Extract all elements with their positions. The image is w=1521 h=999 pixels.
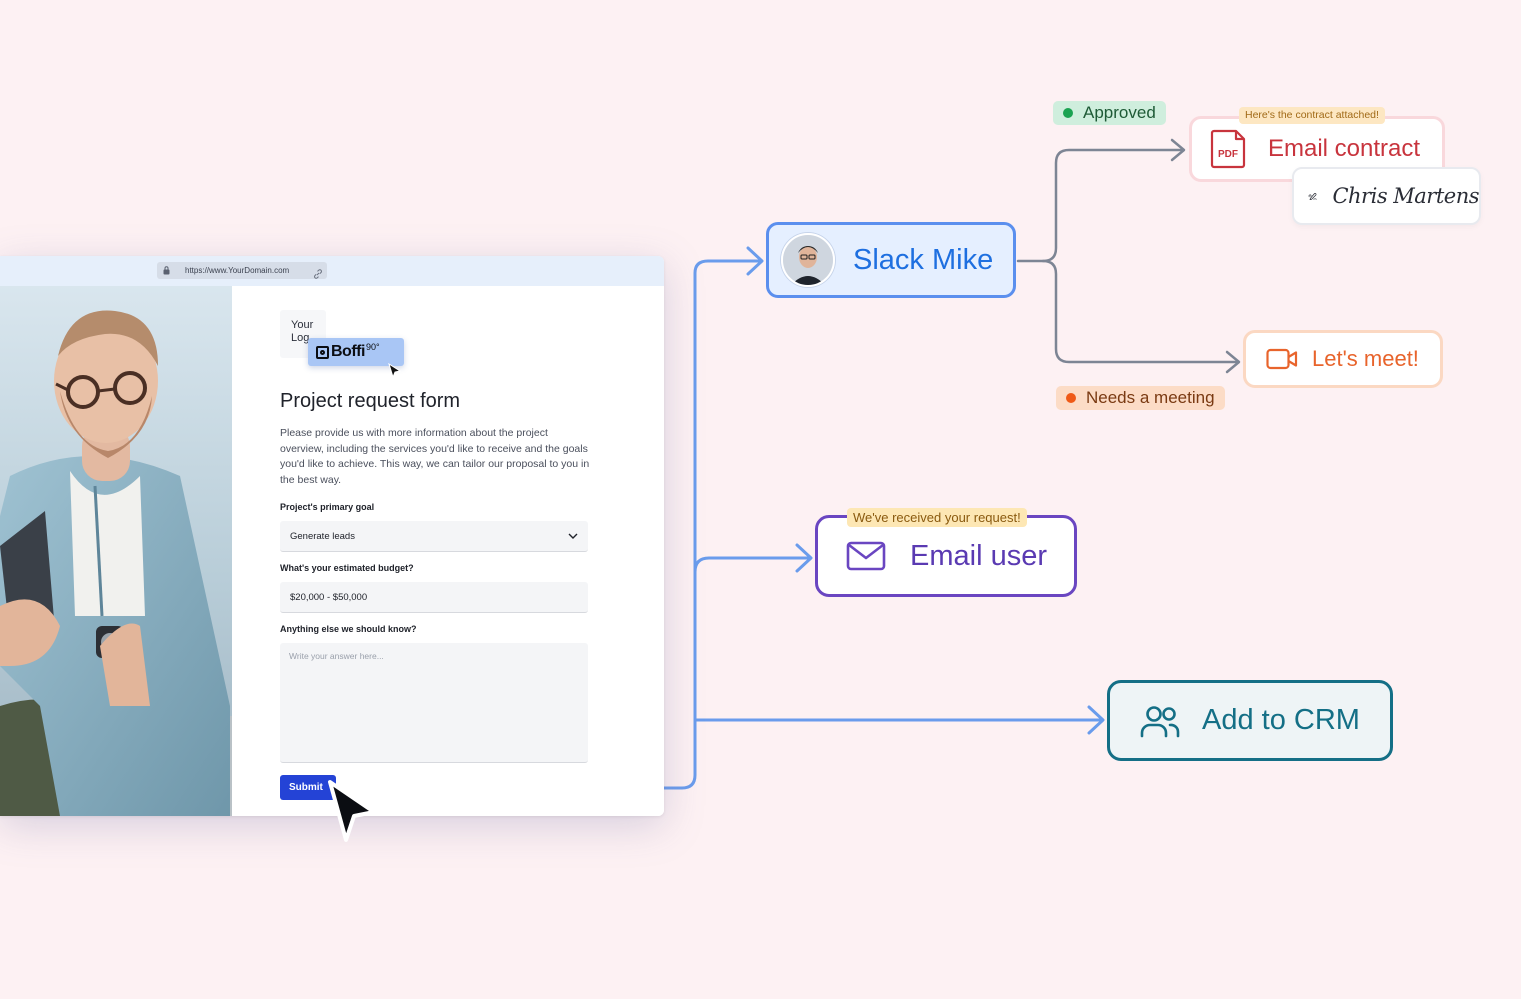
status-dot xyxy=(1063,108,1073,118)
brand-logo-chip[interactable]: Boffi 90° xyxy=(308,338,404,366)
arrow-cursor-icon xyxy=(328,780,376,842)
address-bar[interactable]: https://www.YourDomain.com xyxy=(157,262,327,279)
email-contract-label: Email contract xyxy=(1268,135,1421,162)
pointer-cursor-icon xyxy=(388,363,402,379)
brand-superscript: 90° xyxy=(365,342,380,352)
goal-select[interactable]: Generate leads xyxy=(280,521,588,552)
logo-placeholder-line1: Your xyxy=(291,319,314,331)
hero-photo xyxy=(0,286,232,816)
request-received-tag: We've received your request! xyxy=(847,508,1027,527)
budget-input[interactable]: $20,000 - $50,000 xyxy=(280,582,588,613)
brand-name: Boffi xyxy=(331,343,365,360)
logo-placeholder-line2: Log xyxy=(291,332,310,344)
signature-card: Chris Martens xyxy=(1292,167,1481,225)
signature-pen-icon xyxy=(1308,193,1317,200)
needs-meeting-badge-label: Needs a meeting xyxy=(1086,388,1215,407)
browser-window: https://www.YourDomain.com xyxy=(0,256,664,816)
video-camera-icon xyxy=(1266,348,1298,370)
approved-badge: Approved xyxy=(1053,101,1166,125)
lets-meet-label: Let's meet! xyxy=(1312,346,1419,371)
pdf-text: PDF xyxy=(1218,149,1238,160)
logo-placeholder: Your Log xyxy=(280,310,326,358)
needs-meeting-badge: Needs a meeting xyxy=(1056,386,1225,410)
lock-icon xyxy=(162,266,171,276)
arrow-email-user xyxy=(795,543,813,573)
email-user-node[interactable]: Email user xyxy=(815,515,1077,597)
avatar xyxy=(781,233,835,287)
notes-label: Anything else we should know? xyxy=(280,624,417,634)
budget-label: What's your estimated budget? xyxy=(280,563,414,573)
slack-mike-label: Slack Mike xyxy=(853,243,994,276)
chevron-down-icon xyxy=(568,533,578,539)
connector-email-user xyxy=(693,556,811,574)
email-user-label: Email user xyxy=(910,539,1047,572)
add-to-crm-label: Add to CRM xyxy=(1202,704,1360,736)
status-dot xyxy=(1066,393,1076,403)
approved-badge-label: Approved xyxy=(1083,103,1156,122)
project-request-form: Your Log Boffi 90° Project request form … xyxy=(232,286,664,816)
add-to-crm-node[interactable]: Add to CRM xyxy=(1107,680,1393,761)
browser-toolbar: https://www.YourDomain.com xyxy=(0,256,664,286)
users-icon xyxy=(1140,705,1180,737)
connector-meet xyxy=(1041,259,1239,364)
boffi-logo-icon xyxy=(316,345,329,359)
submit-button[interactable]: Submit xyxy=(280,775,336,800)
pdf-file-icon: PDF xyxy=(1210,129,1246,169)
slack-mike-node[interactable]: Slack Mike xyxy=(766,222,1016,298)
signature-text: Chris Martens xyxy=(1332,184,1479,208)
connector-slack-split xyxy=(1016,148,1184,263)
link-icon[interactable] xyxy=(313,266,323,279)
submit-button-label: Submit xyxy=(289,782,323,793)
form-title: Project request form xyxy=(280,390,461,412)
arrow-meet xyxy=(1225,350,1241,374)
url-text: https://www.YourDomain.com xyxy=(185,266,290,275)
form-description: Please provide us with more information … xyxy=(280,427,590,486)
notes-textarea[interactable]: Write your answer here... xyxy=(280,643,588,763)
goal-select-value: Generate leads xyxy=(290,530,355,542)
goal-label: Project's primary goal xyxy=(280,502,375,512)
lets-meet-node[interactable]: Let's meet! xyxy=(1243,330,1443,388)
notes-placeholder: Write your answer here... xyxy=(289,651,384,661)
contract-attached-tag: Here's the contract attached! xyxy=(1239,107,1385,124)
budget-input-value: $20,000 - $50,000 xyxy=(290,591,368,603)
arrow-contract xyxy=(1170,138,1186,162)
arrow-crm xyxy=(1087,705,1105,735)
mail-icon xyxy=(846,541,886,571)
arrow-slack xyxy=(746,246,764,276)
